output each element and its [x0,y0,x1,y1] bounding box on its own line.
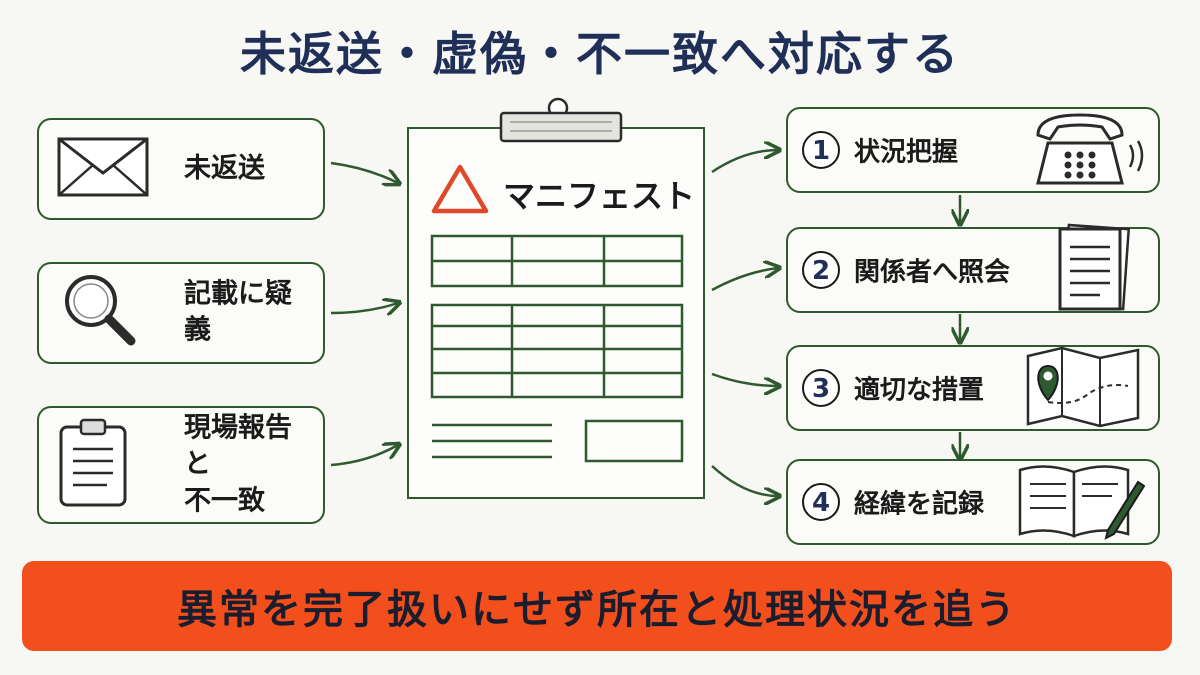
magnifier-icon [57,271,149,355]
envelope-icon [57,137,149,201]
trigger-unreturned: 未返送 [37,118,325,220]
step-label: 経緯を記録 [854,489,985,520]
step-3: 3 適切な措置 [786,345,1160,431]
manifest-clipboard: マニフェスト [407,127,705,499]
trigger-label: 記載に疑義 [184,278,292,346]
trigger-mismatch: 現場報告と 不一致 [37,406,325,524]
clipboard-clip [499,97,623,143]
output-arrows [711,150,778,496]
trigger-label-line2: 不一致 [184,485,265,517]
step-2: 2 関係者へ照会 [786,223,1160,313]
clipboard-icon [57,417,129,513]
manifest-table-top [430,234,684,288]
step-number: 2 [802,251,840,289]
telephone-icon [1028,109,1146,191]
trigger-label-line1: 現場報告と [184,412,292,480]
step-4: 4 経緯を記録 [786,459,1160,545]
document-icon [1056,223,1132,317]
summary-banner: 異常を完了扱いにせず所在と処理状況を追う [22,561,1172,651]
step-number: 4 [802,483,840,521]
step-label: 適切な措置 [854,375,985,406]
input-arrows [330,161,398,467]
notebook-pen-icon [1016,460,1146,544]
step-1: 1 状況把握 [786,107,1160,193]
warning-triangle-icon [431,163,489,219]
page-title: 未返送・虚偽・不一致へ対応する [240,27,960,81]
step-label: 関係者へ照会 [854,257,1011,288]
manifest-table-bottom [430,303,684,399]
step-label: 状況把握 [854,137,959,168]
step-number: 3 [802,369,840,407]
manifest-title: マニフェスト [503,177,696,215]
trigger-label: 現場報告と 不一致 [184,410,315,519]
step-number: 1 [802,131,840,169]
trigger-questionable-entry: 記載に疑義 [37,262,325,364]
map-pin-icon [1024,344,1142,432]
trigger-label: 未返送 [184,152,265,184]
manifest-signature-lines [432,419,684,463]
